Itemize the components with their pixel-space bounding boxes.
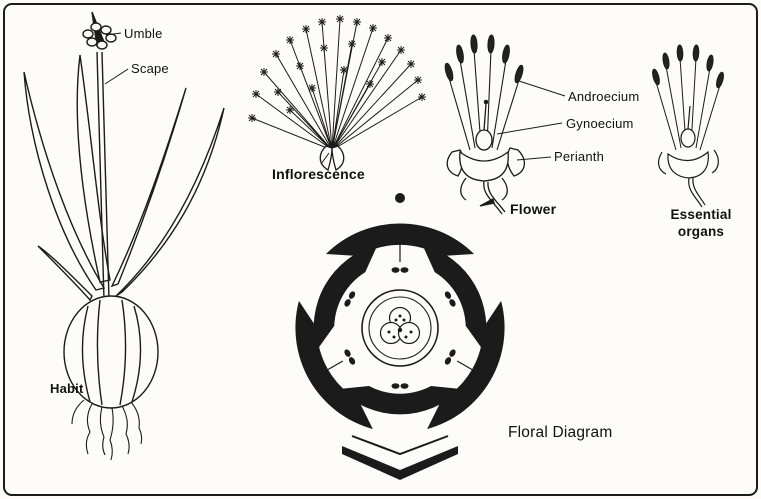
essential-stamens	[652, 44, 724, 151]
essential-organs-label: Essential organs	[670, 207, 732, 239]
floral-diagram-label: Floral Diagram	[508, 424, 613, 441]
essential-receptacle	[657, 149, 719, 179]
inflorescence-label: Inflorescence	[272, 166, 365, 182]
androecium-stamens	[444, 34, 524, 151]
spathe-bracts	[319, 145, 345, 171]
habit-label: Habit	[50, 381, 84, 396]
habit-drawing	[23, 11, 225, 461]
essential-pedicel	[688, 177, 706, 208]
scape-stalk	[96, 51, 110, 301]
perianth-label: Perianth	[554, 149, 605, 164]
flower-leader-lines	[496, 79, 566, 161]
ovary-symbol	[361, 289, 439, 367]
umbel-rays	[247, 14, 427, 151]
flower-pedicel	[479, 180, 506, 215]
inflorescence-drawing	[247, 14, 427, 171]
spathe-symbol	[342, 435, 458, 480]
flower-label: Flower	[510, 201, 557, 217]
umble-label: Umble	[124, 26, 163, 41]
habit-leader-lines	[104, 32, 129, 85]
gynoecium-pistil	[475, 99, 493, 151]
inflorescence-leader-line	[320, 152, 330, 165]
flower-drawing	[444, 34, 566, 215]
essential-organs-drawing	[652, 44, 724, 208]
scape-label: Scape	[131, 61, 169, 76]
umbel-head	[82, 11, 117, 50]
bulb	[63, 295, 159, 409]
floral-diagram-drawing	[272, 223, 528, 445]
androecium-label: Androecium	[568, 89, 640, 104]
perianth-tepals	[446, 147, 525, 201]
leaf-blades	[23, 54, 225, 302]
gynoecium-label: Gynoecium	[566, 116, 634, 131]
essential-pistil	[680, 105, 696, 148]
roots	[71, 399, 143, 461]
mother-axis-dot	[395, 193, 405, 203]
